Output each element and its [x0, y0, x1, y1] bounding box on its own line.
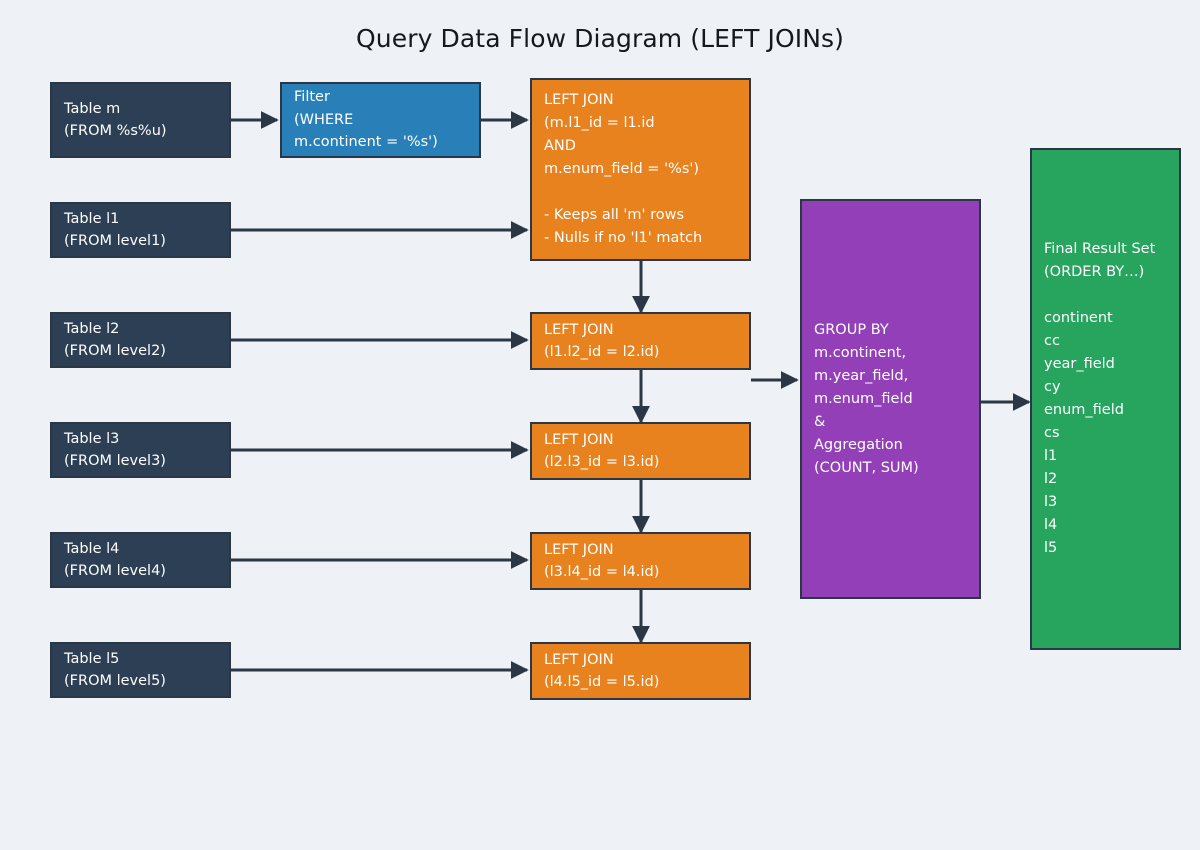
node-table-l3[interactable]: Table l3 (FROM level3) [50, 422, 231, 478]
node-table-l4-label: Table l4 (FROM level4) [64, 540, 166, 580]
node-join-l3[interactable]: LEFT JOIN (l2.l3_id = l3.id) [530, 422, 751, 480]
node-join-l5-label: LEFT JOIN (l4.l5_id = l5.id) [544, 651, 660, 691]
node-table-l2-label: Table l2 (FROM level2) [64, 320, 166, 360]
node-final-result-set-label: Final Result Set (ORDER BY…) continent c… [1044, 241, 1156, 556]
node-join-l4-label: LEFT JOIN (l3.l4_id = l4.id) [544, 541, 660, 581]
node-table-l1-label: Table l1 (FROM level1) [64, 210, 166, 250]
node-final-result-set[interactable]: Final Result Set (ORDER BY…) continent c… [1030, 148, 1181, 650]
node-table-m-label: Table m (FROM %s%u) [64, 100, 167, 140]
node-table-l4[interactable]: Table l4 (FROM level4) [50, 532, 231, 588]
node-table-l5[interactable]: Table l5 (FROM level5) [50, 642, 231, 698]
node-table-l2[interactable]: Table l2 (FROM level2) [50, 312, 231, 368]
page-title: Query Data Flow Diagram (LEFT JOINs) [356, 24, 844, 53]
node-table-l3-label: Table l3 (FROM level3) [64, 430, 166, 470]
node-table-l1[interactable]: Table l1 (FROM level1) [50, 202, 231, 258]
node-group-by[interactable]: GROUP BY m.continent, m.year_field, m.en… [800, 199, 981, 599]
node-filter-label: Filter (WHERE m.continent = '%s') [294, 89, 438, 151]
node-join-l5[interactable]: LEFT JOIN (l4.l5_id = l5.id) [530, 642, 751, 700]
node-join-l1-label: LEFT JOIN (m.l1_id = l1.id AND m.enum_fi… [544, 92, 703, 246]
node-join-l4[interactable]: LEFT JOIN (l3.l4_id = l4.id) [530, 532, 751, 590]
node-join-l2-label: LEFT JOIN (l1.l2_id = l2.id) [544, 321, 660, 361]
node-join-l3-label: LEFT JOIN (l2.l3_id = l3.id) [544, 431, 660, 471]
node-join-l1[interactable]: LEFT JOIN (m.l1_id = l1.id AND m.enum_fi… [530, 78, 751, 261]
node-group-by-label: GROUP BY m.continent, m.year_field, m.en… [814, 321, 919, 476]
node-table-m[interactable]: Table m (FROM %s%u) [50, 82, 231, 158]
node-join-l2[interactable]: LEFT JOIN (l1.l2_id = l2.id) [530, 312, 751, 370]
node-table-l5-label: Table l5 (FROM level5) [64, 650, 166, 690]
node-filter[interactable]: Filter (WHERE m.continent = '%s') [280, 82, 481, 158]
